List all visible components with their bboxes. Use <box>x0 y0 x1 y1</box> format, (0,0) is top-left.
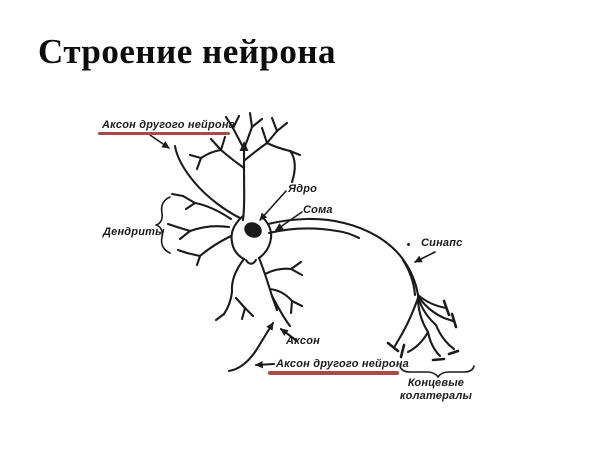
label-synapse: Синапс <box>421 237 463 249</box>
nucleus-arrow <box>259 190 287 221</box>
label-arrows <box>149 134 436 369</box>
label-soma: Сома <box>303 204 333 216</box>
nucleus-blob <box>244 222 262 238</box>
red-underline-top <box>98 132 230 135</box>
terminal-collaterals-line1: Концевые <box>407 377 465 389</box>
axon-fiber <box>266 217 420 297</box>
synapse-label-dot <box>407 243 410 246</box>
soma-outline <box>230 214 273 265</box>
label-axon-other-neuron-top: Аксон другого нейрона <box>102 119 235 131</box>
label-terminal-collaterals: Концевые колатералы <box>394 377 478 403</box>
lower-left-dendrite <box>214 257 255 322</box>
label-dendrites: Дендриты <box>103 226 165 238</box>
terminal-collaterals-branches <box>386 293 460 362</box>
terminal-collaterals-line2: колатералы <box>399 390 473 402</box>
red-underline-bottom <box>268 371 399 375</box>
incoming-axon-bottom <box>227 321 275 373</box>
soma-arrow <box>275 211 303 231</box>
incoming-axon-top <box>173 144 242 220</box>
label-axon-other-neuron-bottom: Аксон другого нейрона <box>276 358 409 370</box>
label-nucleus: Ядро <box>288 183 318 195</box>
dendrites-brace <box>155 196 171 254</box>
axon-other-top-arrow <box>149 134 170 149</box>
upper-dendrites <box>188 111 302 222</box>
slide-title: Строение нейрона <box>38 32 337 71</box>
left-dendrites <box>166 192 233 267</box>
terminal-collaterals-brace <box>399 365 475 378</box>
synapse-arrow <box>414 251 436 263</box>
lower-right-dendrite <box>257 256 304 328</box>
axon-arrow <box>279 327 299 343</box>
label-axon: Аксон <box>286 335 320 347</box>
axon-other-bottom-arrow <box>254 360 276 369</box>
